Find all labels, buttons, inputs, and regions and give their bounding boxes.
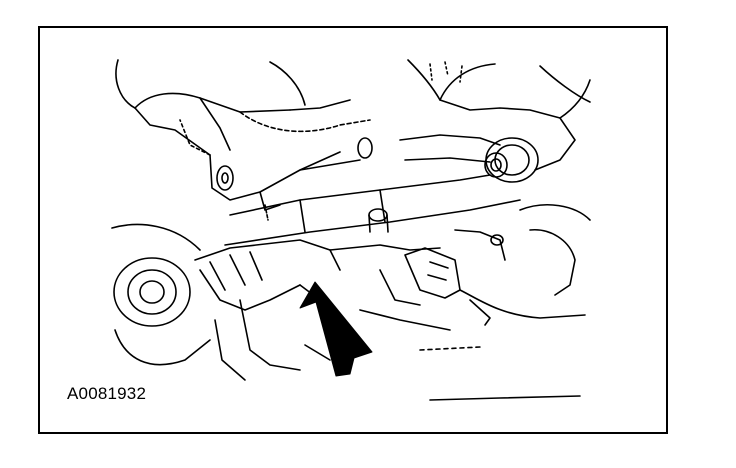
- upper-right-housing: [399, 59, 591, 171]
- figure-id-label: A0081932: [67, 384, 147, 403]
- center-assembly: [194, 229, 506, 381]
- upper-left-housing: [115, 59, 373, 211]
- crossmember: [224, 174, 521, 246]
- bushing-bolt: [484, 137, 539, 183]
- illustration-frame: [38, 26, 668, 434]
- left-hub: [111, 223, 211, 366]
- indicator-arrow: [299, 281, 373, 377]
- right-component: [419, 204, 591, 401]
